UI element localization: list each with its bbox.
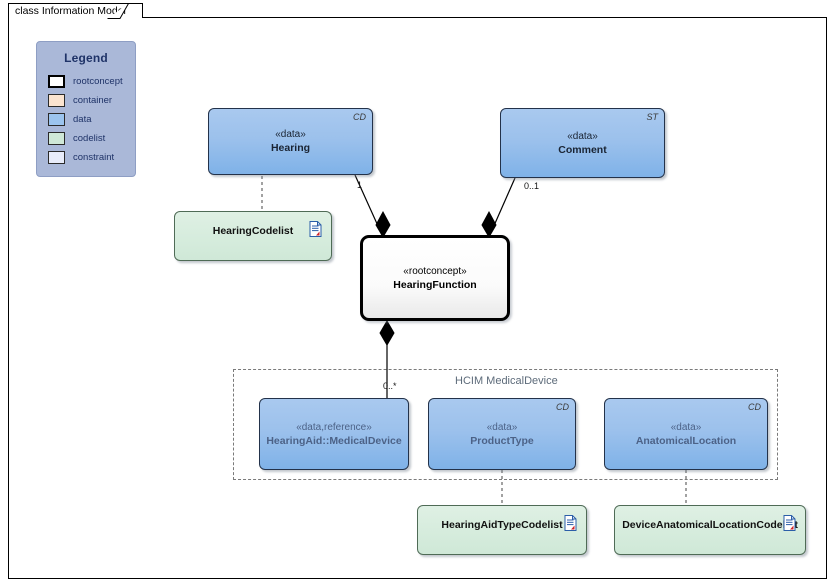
multiplicity-hearing: 1 [357, 180, 363, 190]
node-hearingfunction[interactable]: «rootconcept» HearingFunction [360, 235, 510, 321]
legend-item-container: container [48, 91, 135, 110]
node-anatomicallocation-corner: CD [748, 402, 761, 412]
legend-swatch-codelist [48, 132, 65, 145]
node-hearing-corner: CD [353, 112, 366, 122]
node-producttype-corner: CD [556, 402, 569, 412]
node-hearing-stereotype: «data» [275, 129, 306, 140]
diagram-tab[interactable]: class Information Model [8, 3, 143, 18]
legend-label-constraint: constraint [73, 152, 115, 163]
legend-label-rootconcept: rootconcept [73, 76, 123, 87]
legend-label-data: data [73, 114, 92, 125]
legend-item-constraint: constraint [48, 148, 135, 167]
node-hearing-name: Hearing [270, 142, 311, 154]
group-label-hcim-medicaldevice: HCIM MedicalDevice [455, 375, 558, 387]
node-hearingaidtypecodelist-name: HearingAidTypeCodelist [441, 519, 563, 531]
diagram-frame [8, 17, 827, 579]
legend-item-data: data [48, 110, 135, 129]
node-comment-corner: ST [646, 112, 658, 122]
group-hcim-medicaldevice[interactable] [233, 369, 778, 480]
legend-title: Legend [64, 51, 108, 65]
node-medicaldevice-name: HearingAid::MedicalDevice [266, 434, 402, 447]
legend-label-container: container [73, 95, 113, 106]
node-hearingcodelist-name: HearingCodelist [212, 225, 294, 237]
legend-list: rootconcept container data codelist cons… [37, 72, 135, 167]
multiplicity-medicaldevice: 0..* [383, 381, 397, 391]
legend-swatch-rootconcept [48, 75, 65, 88]
node-hearingaidtypecodelist[interactable]: HearingAidTypeCodelist [417, 505, 587, 555]
legend-panel: Legend rootconcept container data codeli… [36, 41, 136, 177]
node-producttype-stereotype: «data» [486, 421, 518, 433]
document-icon [783, 515, 796, 531]
node-hearingaid-medicaldevice[interactable]: «data,reference» HearingAid::MedicalDevi… [259, 398, 409, 470]
node-hearing[interactable]: CD «data» Hearing [208, 108, 373, 175]
multiplicity-comment: 0..1 [524, 181, 540, 191]
legend-swatch-container [48, 94, 65, 107]
legend-label-codelist: codelist [73, 133, 106, 144]
legend-item-codelist: codelist [48, 129, 135, 148]
document-icon [309, 221, 322, 237]
node-medicaldevice-stereotype: «data,reference» [296, 421, 372, 433]
legend-swatch-data [48, 113, 65, 126]
node-hearingfunction-stereotype: «rootconcept» [403, 265, 467, 277]
node-hearingcodelist[interactable]: HearingCodelist [174, 211, 332, 261]
node-comment-name: Comment [558, 143, 607, 156]
node-anatomicallocation-stereotype: «data» [670, 421, 702, 433]
node-comment[interactable]: ST «data» Comment [500, 108, 665, 178]
document-icon [564, 515, 577, 531]
node-producttype[interactable]: CD «data» ProductType [428, 398, 576, 470]
legend-swatch-constraint [48, 151, 65, 164]
node-anatomicallocation-name: AnatomicalLocation [635, 434, 737, 447]
node-producttype-name: ProductType [470, 434, 534, 447]
node-hearingfunction-name: HearingFunction [393, 278, 477, 291]
node-comment-stereotype: «data» [567, 130, 598, 142]
node-anatomicallocation[interactable]: CD «data» AnatomicalLocation [604, 398, 768, 470]
node-deviceanatomicallocationcodelist-name: DeviceAnatomicalLocationCodelist [622, 519, 798, 531]
legend-item-rootconcept: rootconcept [48, 72, 135, 91]
node-deviceanatomicallocationcodelist[interactable]: DeviceAnatomicalLocationCodelist [614, 505, 806, 555]
